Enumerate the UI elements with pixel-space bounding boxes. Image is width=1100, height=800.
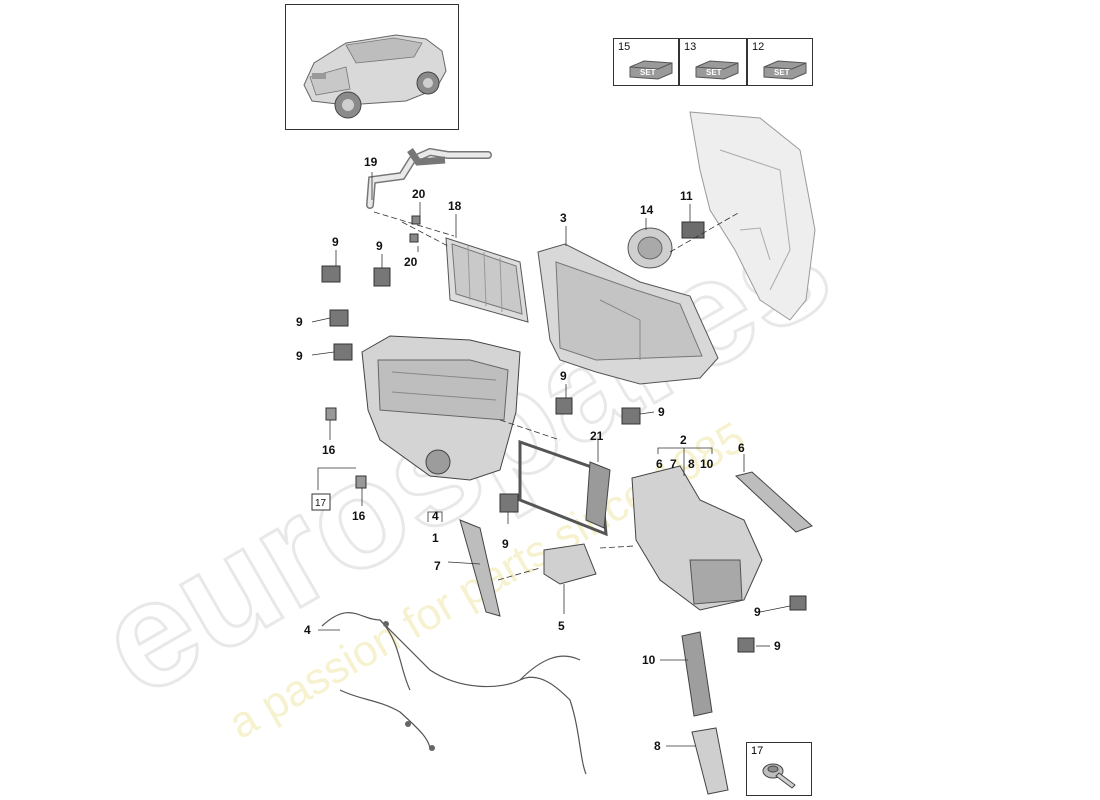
assembly-lines: [373, 211, 741, 581]
hvac-main-housing: [361, 335, 521, 481]
callout-2: 2: [680, 433, 687, 447]
callout-20: 20: [412, 187, 426, 201]
set-number: 12: [752, 41, 765, 53]
callout-9: 9: [296, 315, 303, 329]
heater-core: [445, 237, 529, 323]
set-kit-icon: SET: [763, 60, 807, 80]
set-box-15: 15 SET: [613, 38, 679, 86]
set-box-12: 12 SET: [747, 38, 813, 86]
control-unit: [543, 543, 597, 585]
callout-3: 3: [560, 211, 567, 225]
air-distribution-housing: [537, 243, 719, 385]
control-frame: [518, 439, 611, 537]
set-kit-icon: SET: [695, 60, 739, 80]
inset-part-17: 17: [746, 742, 812, 796]
callout-4: 4: [432, 509, 439, 523]
set-number: 13: [684, 41, 697, 53]
blower-motor: [627, 227, 673, 269]
callout-14: 14: [640, 203, 654, 217]
group-2-child-7: 7: [670, 457, 677, 471]
vehicle-body-section: [689, 111, 816, 321]
set-badge: SET: [774, 68, 790, 77]
set-box-13: 13 SET: [679, 38, 747, 86]
wiring-harness: [321, 612, 587, 775]
callout-20: 20: [404, 255, 418, 269]
inset-number: 17: [751, 745, 764, 757]
leader-lines: [311, 172, 791, 747]
callout-9: 9: [332, 235, 339, 249]
set-number: 15: [618, 41, 631, 53]
callout-17: 17: [315, 498, 327, 509]
callout-19: 19: [364, 155, 378, 169]
callout-5: 5: [558, 619, 565, 633]
callout-16: 16: [352, 509, 366, 523]
group-2-child-10: 10: [700, 457, 714, 471]
callout-4: 4: [304, 623, 311, 637]
callout-1: 1: [432, 531, 439, 545]
callout-9: 9: [560, 369, 567, 383]
callout-9: 9: [754, 605, 761, 619]
set-kit-icon: SET: [629, 60, 673, 80]
callout-9: 9: [376, 239, 383, 253]
set-badge: SET: [706, 68, 722, 77]
heater-pipes: [366, 147, 492, 209]
callout-10: 10: [642, 653, 656, 667]
group-2-child-6: 6: [656, 457, 663, 471]
callout-labels: 19 20 20 18 3 14 11 9 9 9 9 9 9 9 9 9 16…: [296, 155, 781, 753]
callout-6: 6: [738, 441, 745, 455]
blower-resistor: [681, 221, 705, 239]
callout-11: 11: [680, 189, 693, 203]
callout-9: 9: [502, 537, 509, 551]
panel-10: [681, 631, 713, 717]
group-2-child-8: 8: [688, 457, 695, 471]
screw-icon: [762, 763, 796, 789]
duct-8: [691, 727, 729, 795]
actuator-motors: [321, 215, 807, 653]
rear-hvac-housing: [631, 465, 763, 611]
callout-9: 9: [296, 349, 303, 363]
filter-6: [734, 471, 813, 533]
callout-18: 18: [448, 199, 462, 213]
callout-16: 16: [322, 443, 336, 457]
callout-9: 9: [774, 639, 781, 653]
suv-illustration-icon: [303, 34, 447, 119]
callout-21: 21: [590, 429, 604, 443]
callout-9: 9: [658, 405, 665, 419]
set-badge: SET: [640, 68, 656, 77]
callout-7: 7: [434, 559, 441, 573]
callout-17-box: [311, 493, 331, 511]
vehicle-thumbnail: [285, 4, 459, 130]
temperature-sensors: [325, 407, 367, 489]
seal-7: [459, 519, 501, 617]
callout-8: 8: [654, 739, 661, 753]
